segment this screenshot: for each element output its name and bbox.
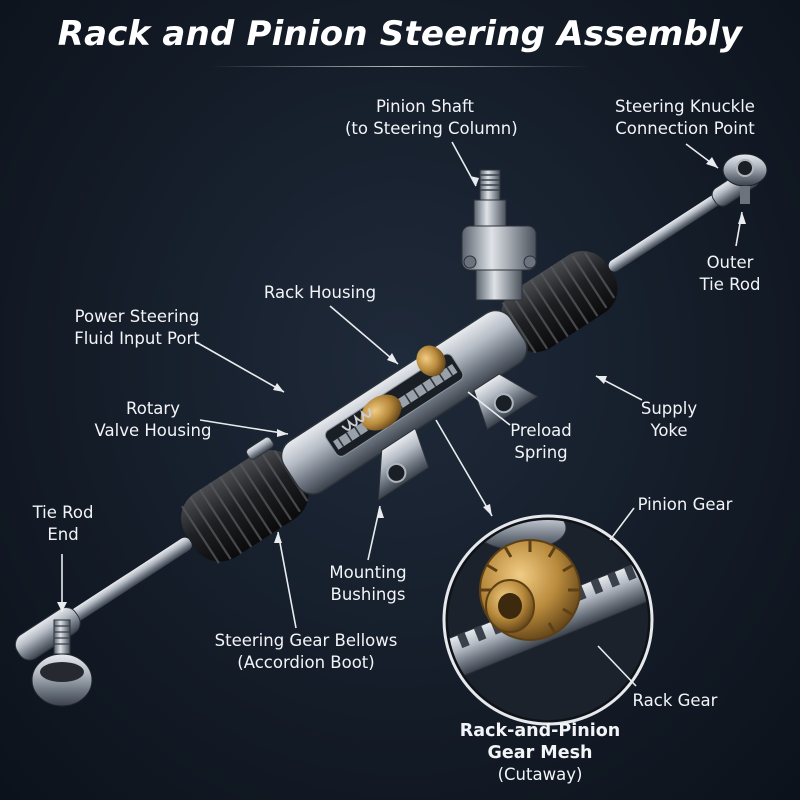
rack-assembly bbox=[14, 167, 760, 661]
steering-knuckle-eye bbox=[722, 153, 768, 204]
label-gear-mesh: Rack-and-Pinion Gear Mesh (Cutaway) bbox=[459, 721, 621, 784]
label-supply-yoke: Supply Yoke bbox=[640, 399, 698, 440]
label-preload-spring: Preload Spring bbox=[510, 421, 572, 462]
right-bellows bbox=[501, 251, 618, 354]
gear-mesh-magnifier bbox=[442, 514, 654, 726]
leader-arrowheads bbox=[57, 157, 746, 612]
label-pinion-gear: Pinion Gear bbox=[637, 495, 733, 514]
label-rack-housing: Rack Housing bbox=[263, 283, 377, 302]
label-steering-knuckle: Steering Knuckle Connection Point bbox=[615, 97, 755, 138]
preload-spring bbox=[341, 408, 372, 431]
label-pinion-shaft: Pinion Shaft (to Steering Column) bbox=[345, 97, 518, 138]
mounting-bracket-right bbox=[473, 373, 539, 431]
label-steering-gear-bellows: Steering Gear Bellows (Accordion Boot) bbox=[214, 631, 398, 672]
right-tie-rod bbox=[608, 195, 720, 272]
page-title: Rack and Pinion Steering Assembly bbox=[57, 14, 743, 54]
tie-rod-end-joint bbox=[31, 619, 93, 707]
left-tie-rod bbox=[71, 537, 192, 621]
fluid-port bbox=[245, 436, 274, 460]
pinion-gear-detail bbox=[479, 539, 581, 641]
label-outer-tie-rod: Outer Tie Rod bbox=[699, 253, 761, 294]
pinion-valve-tower bbox=[461, 169, 537, 301]
label-power-steering-port: Power Steering Fluid Input Port bbox=[74, 307, 200, 348]
mounting-bracket-left bbox=[377, 427, 430, 502]
left-tie-rod-end bbox=[14, 607, 81, 661]
label-rotary-valve: Rotary Valve Housing bbox=[94, 399, 212, 440]
title-divider bbox=[210, 66, 590, 67]
pinion-gear-inner bbox=[360, 394, 402, 431]
label-mounting-bushings: Mounting Bushings bbox=[329, 563, 407, 604]
leader-lines bbox=[61, 141, 743, 687]
left-bellows bbox=[180, 449, 309, 564]
label-rack-gear: Rack Gear bbox=[632, 691, 718, 710]
label-tie-rod-end: Tie Rod End bbox=[32, 503, 94, 544]
